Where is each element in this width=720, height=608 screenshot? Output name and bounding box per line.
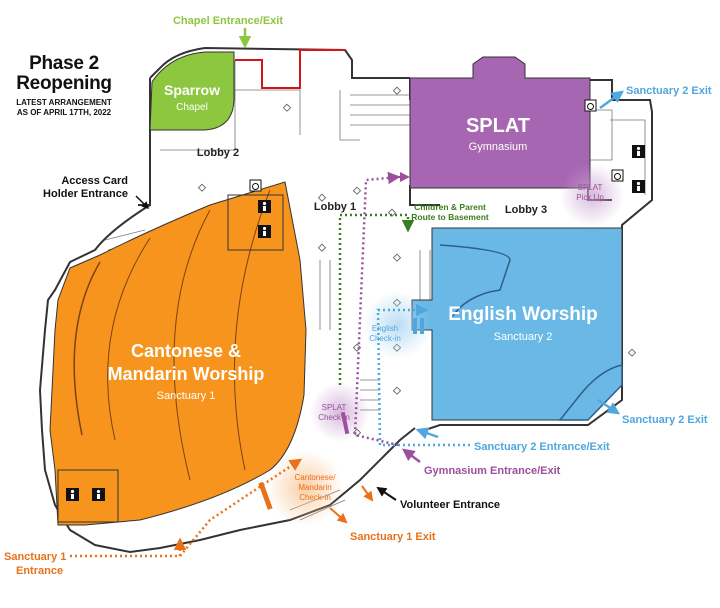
lobby-2-label: Lobby 2 [197,147,239,159]
gym-entrance-arrow [402,448,421,463]
sanctuary1-entrance-line1: Sanctuary 1 [4,551,66,563]
sanctuary2-exit-bottom-arrow [597,398,621,415]
splat-pickup-line1: SPLAT [578,183,603,192]
splat-pickup-glow [560,163,624,227]
cantonese-route [70,458,303,558]
access-card-line1: Access Card [61,175,128,187]
sanctuary2-entrance-label: Sanctuary 2 Entrance/Exit [474,441,610,453]
splat-checkin-line1: SPLAT [322,403,347,412]
header-subtitle1: LATEST ARRANGEMENT [16,98,112,107]
english-route [376,303,470,447]
wheelchair-icon [584,99,597,112]
children-route [338,213,415,385]
english-checkin-line1: English [372,324,398,333]
english-worship-seating [439,244,511,321]
cantonese-name-line1: Cantonese & [131,341,241,361]
restroom-icon [258,225,271,238]
lobby-3-label: Lobby 3 [505,204,547,216]
splat-checkin-line2: Check-in [318,413,350,422]
cantonese-mandarin-room [49,181,307,526]
english-checkin-bar-1 [413,318,417,334]
sanctuary1-exit-arrow-2 [361,485,374,502]
cantonese-restroom-block [227,194,284,251]
access-card-arrow [135,195,150,210]
sanctuary2-exit-top-label: Sanctuary 2 Exit [626,85,712,97]
cantonese-seating-arc-1 [73,261,101,436]
lobby-1-label: Lobby 1 [314,201,356,213]
volunteer-entrance-label: Volunteer Entrance [400,499,500,511]
cm-checkin-glow [267,450,343,526]
restroom-icon [632,145,645,158]
restroom-icon [66,488,79,501]
volunteer-entrance-arrow [376,486,397,501]
cantonese-seating-arc-3 [173,209,211,481]
splat-gymnasium-room [409,56,591,189]
english-checkin-line2: Check-in [369,334,401,343]
children-route-line1: Children & Parent [414,202,486,212]
sanctuary2-exit-top-arrow [599,90,625,110]
cm-checkin-line3: Check-in [299,493,331,502]
map-header: Phase 2 Reopening LATEST ARRANGEMENT AS … [8,54,120,118]
splat-name: SPLAT [466,115,530,137]
access-card-line2: Holder Entrance [43,188,128,200]
cm-checkin-bar [258,481,273,510]
gym-entrance-label: Gymnasium Entrance/Exit [424,465,561,477]
english-sub: Sanctuary 2 [494,331,553,343]
restroom-icon [258,200,271,213]
splat-pickup-line2: Pick Up [576,193,604,202]
english-name: English Worship [448,304,598,325]
splat-checkin-glow [310,382,370,442]
cm-checkin-line1: Cantonese/ [295,473,337,482]
english-checkin-bar-2 [420,318,424,334]
wheelchair-icon [249,179,262,192]
cantonese-lower-restroom-block [57,469,119,523]
header-line2: Reopening [16,73,112,94]
sparrow-name: Sparrow [164,82,220,98]
sparrow-chapel-room [149,51,235,131]
children-route-line2: Route to Basement [411,212,489,222]
cantonese-seating-arc-4 [233,189,271,471]
english-worship-stage [558,364,623,421]
cantonese-name-line2: Mandarin Worship [108,364,265,384]
splat-route [353,171,401,447]
splat-sub: Gymnasium [469,141,528,153]
splat-checkin-bar [340,411,350,435]
sanctuary1-exit-arrow [329,507,348,524]
wheelchair-icon [611,169,624,182]
restroom-icon [92,488,105,501]
chapel-entrance-label: Chapel Entrance/Exit [173,15,283,27]
cantonese-seating-arc-2 [107,237,151,441]
sanctuary2-entrance-arrow [415,427,439,440]
sanctuary2-exit-bottom-label: Sanctuary 2 Exit [622,414,708,426]
sanctuary1-exit-label: Sanctuary 1 Exit [350,531,436,543]
english-checkin-glow [364,291,432,359]
chapel-route-line [235,49,345,89]
sparrow-sub: Chapel [176,102,208,113]
cantonese-sub: Sanctuary 1 [157,390,216,402]
sanctuary1-entrance-line2: Entrance [16,565,63,577]
cm-checkin-line2: Mandarin [298,483,331,492]
restroom-icon [632,180,645,193]
header-line1: Phase 2 [29,53,99,74]
header-subtitle2: AS OF APRIL 17TH, 2022 [16,108,112,117]
